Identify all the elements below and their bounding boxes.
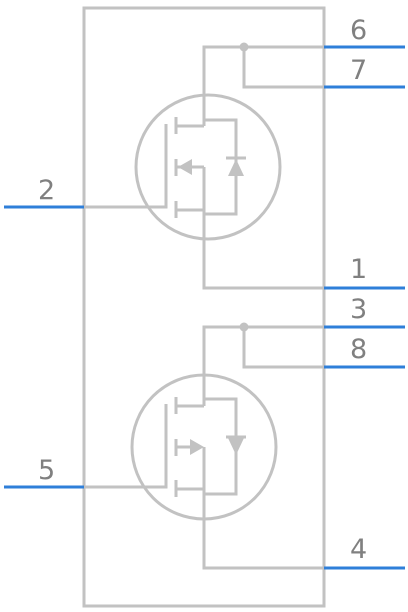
upper-drain-wire [202,45,324,126]
pin-8-label: 8 [350,334,367,365]
pin-4-label: 4 [350,534,367,565]
lower-channel-arrow [190,439,204,455]
package-body [82,6,326,608]
lower-source-wire [202,447,324,570]
upper-channel-arrow [178,159,192,175]
pin-6-label: 6 [350,15,367,46]
lower-drain-wire [202,325,324,406]
upper-source-wire [202,167,324,290]
lower-mosfet [84,325,324,570]
upper-diode-triangle [228,159,244,176]
lower-gate-wire [84,404,168,489]
pin-7-label: 7 [350,55,367,86]
upper-mosfet [84,45,324,290]
pin-1-label: 1 [350,254,367,285]
pin-2-label: 2 [38,175,55,206]
pin-3-label: 3 [350,294,367,325]
upper-gate-wire [84,124,168,209]
pin-5-label: 5 [38,455,55,486]
lower-diode-triangle [228,438,244,455]
upper-mosfet-circle [134,93,282,241]
